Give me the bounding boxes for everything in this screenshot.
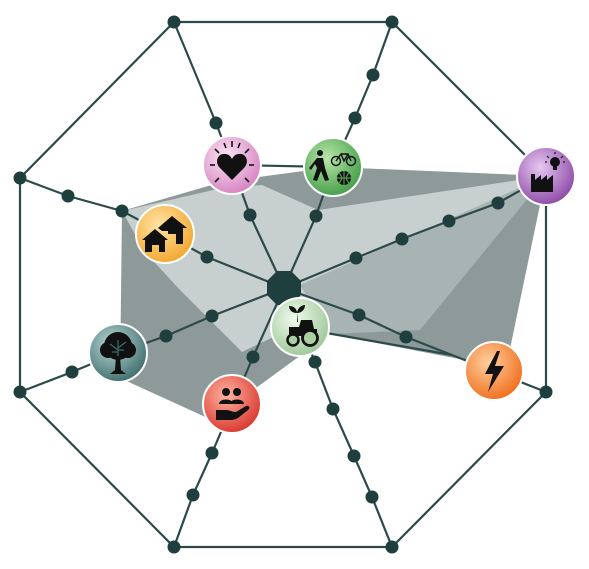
frame-node	[167, 15, 181, 29]
connector-agri-energy	[314, 329, 453, 357]
factory-lightbulb-icon	[516, 146, 576, 206]
heart-icon	[202, 135, 262, 195]
spoke-node	[326, 402, 340, 416]
spoke-node	[205, 309, 219, 323]
spoke-node	[209, 116, 223, 130]
spoke-node	[246, 350, 260, 364]
spoke-node	[442, 214, 456, 228]
hand-people-icon	[202, 374, 262, 434]
spoke-node	[200, 250, 214, 264]
walking-bicycle-ball-icon	[303, 137, 363, 197]
spoke-node	[186, 488, 200, 502]
spoke-node	[352, 308, 366, 322]
profile-polygon-light	[122, 176, 546, 352]
frame-node	[13, 171, 27, 185]
frame-node	[167, 540, 181, 554]
profile-polygon-mid	[300, 176, 546, 334]
frame-node	[539, 385, 553, 399]
spoke-node	[115, 204, 129, 218]
spoke-node	[348, 111, 362, 125]
spoke-node	[243, 208, 257, 222]
frame-node	[13, 385, 27, 399]
spoke-node	[309, 209, 323, 223]
tractor-sprout-icon	[270, 297, 330, 357]
frame-node	[385, 15, 399, 29]
spoke-node	[399, 330, 413, 344]
spoke-node	[395, 232, 409, 246]
spoke-node	[365, 490, 379, 504]
houses-icon	[135, 204, 195, 264]
tree-icon	[88, 323, 148, 383]
spoke-node	[65, 365, 79, 379]
spoke-industry	[283, 175, 547, 290]
axis-icons	[88, 135, 576, 434]
frame-nodes	[13, 15, 553, 554]
spoke-node	[366, 68, 380, 82]
spoke-node	[205, 446, 219, 460]
spoke-nodes	[61, 68, 505, 504]
spoke-node	[308, 355, 322, 369]
profile-polygons	[120, 167, 546, 420]
spoke-node	[491, 196, 505, 210]
lightning-bolt-icon	[464, 341, 524, 401]
spoke-node	[159, 329, 173, 343]
central-hub	[267, 271, 301, 305]
spoke-node	[61, 189, 75, 203]
spoke-node	[349, 251, 363, 265]
spoke-node	[347, 449, 361, 463]
frame-node	[385, 540, 399, 554]
